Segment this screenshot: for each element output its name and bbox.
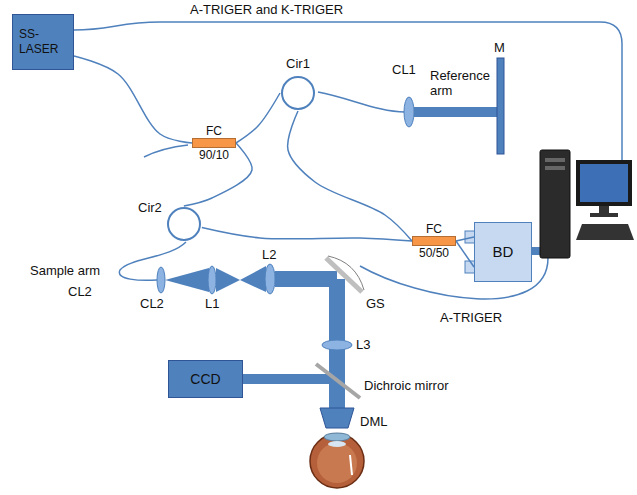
part-label: L1: [205, 296, 219, 311]
highlight: [350, 455, 352, 475]
drive-slot: [545, 166, 565, 170]
retina: [317, 443, 357, 483]
circulator: Cir2: [138, 200, 202, 242]
eye-lens: [328, 441, 346, 447]
beam: [275, 271, 337, 287]
trigger-wire: [74, 22, 622, 160]
part-label: A-TRIGER and K-TRIGER: [190, 2, 343, 17]
fiber-connector: [456, 241, 474, 267]
lens: [265, 264, 275, 294]
fiber-connector: [184, 143, 252, 206]
computer-tower: [540, 150, 570, 258]
fiber-loop: [282, 77, 314, 109]
screen: [580, 164, 628, 202]
beam: [243, 374, 333, 384]
node-text: FC: [426, 222, 442, 236]
cornea: [324, 433, 350, 441]
fiber-loop: [168, 208, 200, 240]
node-text: BD: [493, 243, 514, 261]
fiber-connector: [74, 56, 192, 143]
fiber-stub: [318, 92, 405, 112]
fiber-connector: [456, 237, 474, 241]
galvo-scanner: [326, 258, 362, 292]
eyeball: [310, 434, 364, 488]
lens: [157, 267, 165, 293]
part-label: DML: [360, 414, 387, 429]
computer-icon: [540, 150, 634, 258]
fiber-coupler: FC 50/50: [408, 222, 460, 260]
part-label: A-TRIGER: [440, 310, 502, 325]
drive-slot: [545, 158, 565, 162]
lens: [322, 340, 352, 350]
part-label: GS: [366, 296, 385, 311]
monitor: [576, 160, 632, 206]
fiber-connector: [288, 111, 412, 241]
fiber-coupler: FC 90/10: [188, 124, 240, 162]
fiber-loop: [166, 206, 202, 242]
lens: [320, 408, 354, 428]
part-label: Dichroic mirror: [364, 378, 449, 393]
monitor-stand: [599, 206, 609, 214]
part-label: Sample arm: [30, 263, 100, 278]
eye: [310, 433, 364, 488]
monitor-base: [590, 213, 618, 217]
fiber-connector: [202, 228, 412, 241]
beam: [240, 266, 266, 292]
node-text: 50/50: [419, 246, 449, 260]
fiber-connector: [236, 93, 280, 143]
dichroic-mirror: [316, 364, 360, 398]
node-text: 90/10: [199, 148, 229, 162]
node-text: Cir1: [286, 56, 310, 71]
node-text: SS- LASER: [19, 27, 65, 57]
part-label: CL1: [392, 62, 416, 77]
fiber-loop: [280, 75, 316, 111]
coupler-body: [412, 236, 456, 246]
fiber-stub: [119, 242, 186, 280]
mirror: [497, 58, 504, 154]
part-label: L2: [262, 247, 276, 262]
reference-beam: [414, 107, 497, 117]
part-label: L3: [356, 337, 370, 352]
node-text: FC: [206, 124, 222, 138]
part-label: CL2: [68, 284, 92, 299]
keyboard: [576, 224, 634, 240]
beam: [165, 268, 209, 292]
lens: [404, 97, 414, 127]
part-label: M: [494, 40, 505, 55]
camera-box: CCD: [168, 360, 243, 398]
part-label: CL2: [140, 296, 164, 311]
part-label: Reference arm: [430, 68, 496, 98]
coupler-body: [192, 138, 236, 148]
detector-box: BD: [474, 222, 532, 282]
fiber-stub: [144, 145, 188, 157]
node-text: CCD: [190, 371, 220, 388]
beam: [216, 268, 240, 292]
node-text: Cir2: [138, 200, 162, 215]
laser-box: SS- LASER: [12, 14, 74, 70]
lens: [208, 266, 216, 294]
circulator: Cir1: [280, 56, 316, 111]
galvo-scanner: [328, 256, 364, 290]
